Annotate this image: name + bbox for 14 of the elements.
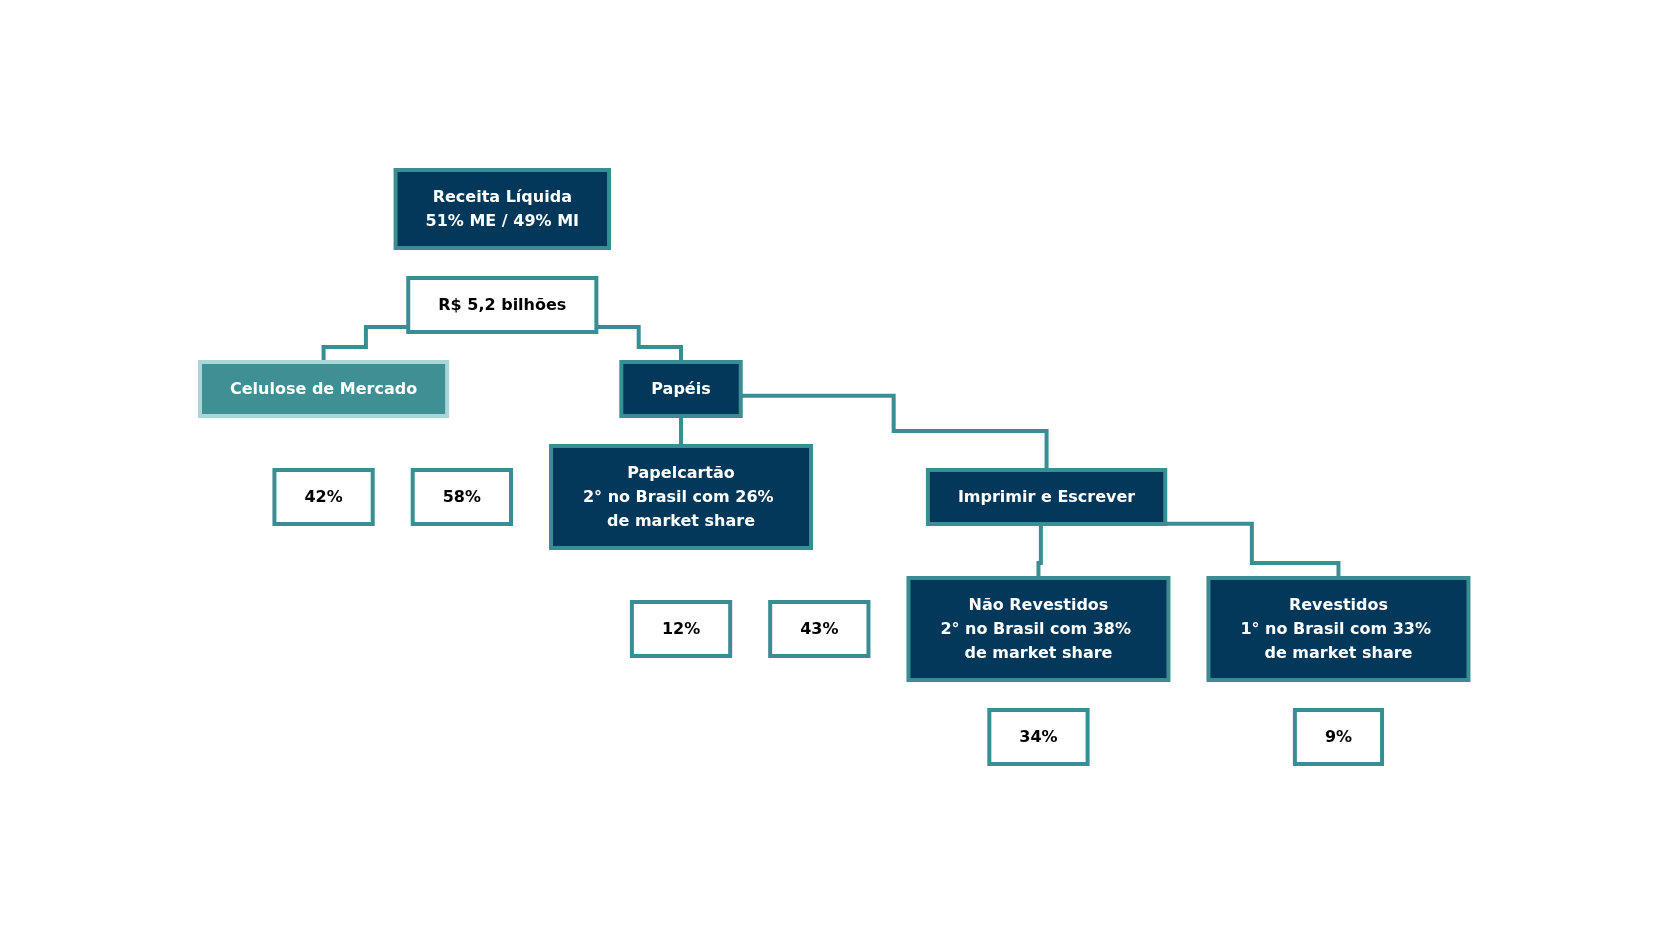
node-box: 58% (410, 468, 513, 526)
node-box: 12% (629, 600, 732, 658)
node-box: Receita Líquida 51% ME / 49% MI (393, 168, 611, 250)
node-box: Revestidos 1° no Brasil com 33% de market share (1206, 576, 1471, 682)
node-box: 43% (767, 600, 871, 658)
node-box: Papéis (619, 360, 743, 418)
node-box: Celulose de Mercado (197, 360, 449, 418)
node-box: R$ 5,2 bilhões (406, 276, 599, 334)
node-box: Imprimir e Escrever (925, 468, 1167, 526)
node-box: 42% (272, 468, 375, 526)
node-box: 9% (1292, 708, 1384, 766)
node-box: Não Revestidos 2° no Brasil com 38% de market share (906, 576, 1171, 682)
node-box: 34% (987, 708, 1090, 766)
node-box: Papelcartão 2° no Brasil com 26% de market share (548, 444, 813, 550)
